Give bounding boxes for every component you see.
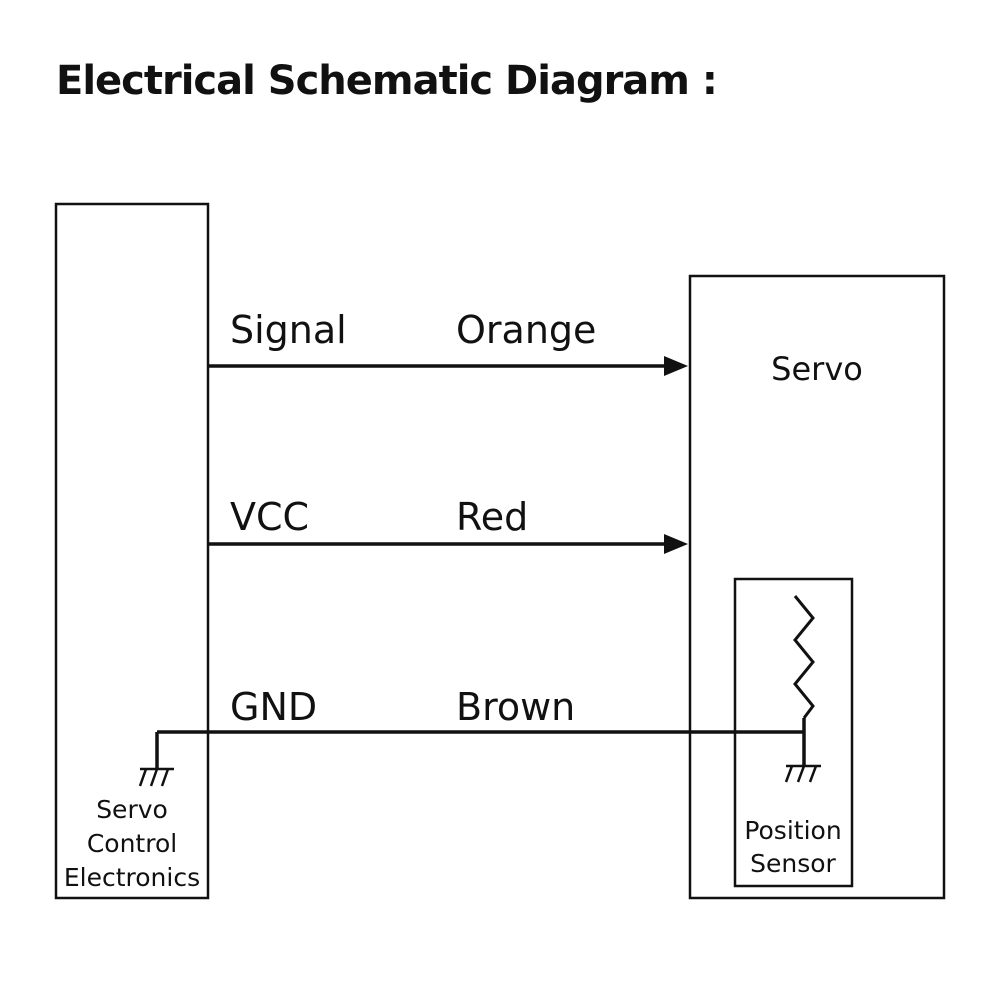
sensor-ground-icon [784, 764, 821, 783]
servo-label: Servo [771, 350, 863, 388]
signal-arrow-icon [664, 356, 688, 376]
sensor-label-line-1: Position [744, 816, 841, 845]
resistor-icon [793, 595, 815, 719]
servo-box [688, 274, 946, 900]
gnd-color-label: Brown [456, 685, 575, 729]
signal-color-label: Orange [456, 308, 596, 352]
controller-label-line-2: Control [87, 829, 177, 858]
controller-label-line-3: Electronics [64, 863, 200, 892]
controller-label-line-1: Servo [96, 795, 168, 824]
vcc-arrow-icon [664, 534, 688, 554]
left-ground-icon [138, 767, 174, 787]
page-title: Electrical Schematic Diagram : [56, 58, 718, 104]
gnd-label: GND [230, 685, 317, 729]
control-electronics-box [54, 202, 210, 900]
vcc-color-label: Red [456, 495, 528, 539]
signal-label: Signal [230, 308, 347, 352]
vcc-label: VCC [230, 495, 309, 539]
sensor-label-line-2: Sensor [750, 849, 836, 878]
